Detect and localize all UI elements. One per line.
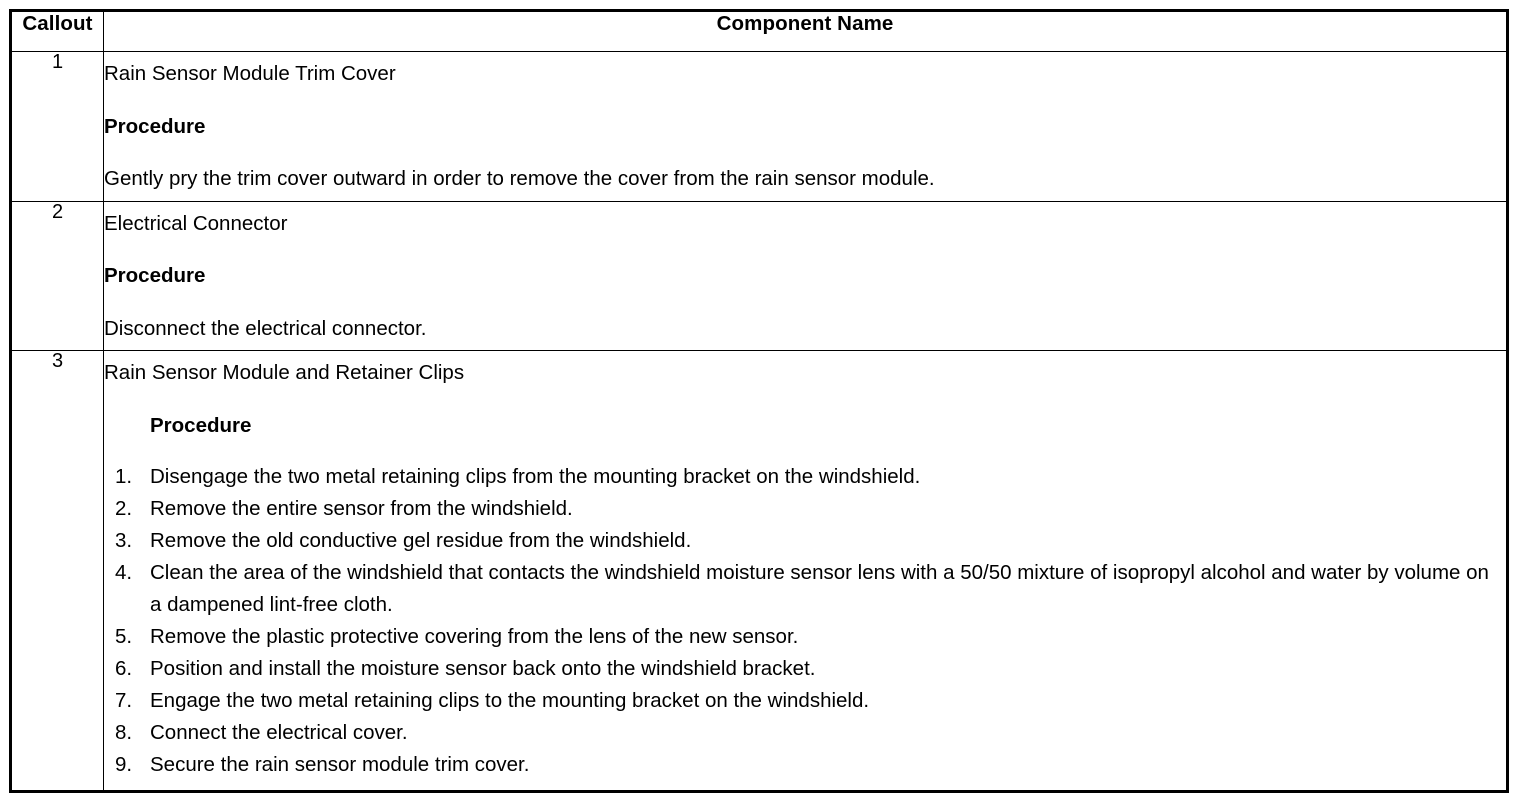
- column-header-callout: Callout: [10, 10, 104, 52]
- component-title: Rain Sensor Module and Retainer Clips: [104, 361, 465, 384]
- table-header-row: Callout Component Name: [10, 10, 1508, 52]
- procedure-step: Disengage the two metal retaining clips …: [115, 461, 921, 493]
- procedure-step: Position and install the moisture sensor…: [115, 653, 816, 685]
- procedure-text: Gently pry the trim cover outward in ord…: [104, 167, 935, 190]
- procedure-step: Remove the old conductive gel residue fr…: [115, 525, 692, 557]
- procedure-step: Engage the two metal retaining clips to …: [115, 685, 870, 717]
- procedure-step-list: Disengage the two metal retaining clips …: [104, 436, 1506, 790]
- procedure-step: Secure the rain sensor module trim cover…: [115, 749, 530, 781]
- component-procedure-table: Callout Component Name 1 Rain Sensor Mod…: [9, 9, 1509, 793]
- callout-number: 1: [10, 51, 104, 202]
- table-row: 3 Rain Sensor Module and Retainer Clips …: [10, 350, 1508, 792]
- procedure-step: Connect the electrical cover.: [115, 717, 408, 749]
- procedure-step: Remove the entire sensor from the windsh…: [115, 493, 573, 525]
- callout-number: 3: [10, 350, 104, 792]
- table-header: Callout Component Name: [10, 10, 1508, 52]
- table-row: 2 Electrical Connector Procedure Disconn…: [10, 200, 1508, 351]
- procedure-label: Procedure: [150, 413, 252, 437]
- component-title: Electrical Connector: [104, 211, 288, 235]
- component-cell: Rain Sensor Module and Retainer Clips Pr…: [103, 350, 1508, 792]
- table-body: 1 Rain Sensor Module Trim Cover Procedur…: [10, 51, 1508, 792]
- component-title: Rain Sensor Module Trim Cover: [104, 62, 396, 85]
- column-header-component-name: Component Name: [103, 10, 1508, 52]
- procedure-step: Clean the area of the windshield that co…: [115, 557, 1489, 616]
- table-row: 1 Rain Sensor Module Trim Cover Procedur…: [10, 51, 1508, 202]
- callout-number: 2: [10, 200, 104, 351]
- procedure-text: Disconnect the electrical connector.: [104, 316, 427, 340]
- component-cell: Rain Sensor Module Trim Cover Procedure …: [103, 51, 1508, 202]
- procedure-label: Procedure: [104, 264, 206, 287]
- procedure-label: Procedure: [104, 114, 206, 138]
- component-cell: Electrical Connector Procedure Disconnec…: [103, 200, 1508, 351]
- procedure-step: Remove the plastic protective covering f…: [115, 621, 799, 653]
